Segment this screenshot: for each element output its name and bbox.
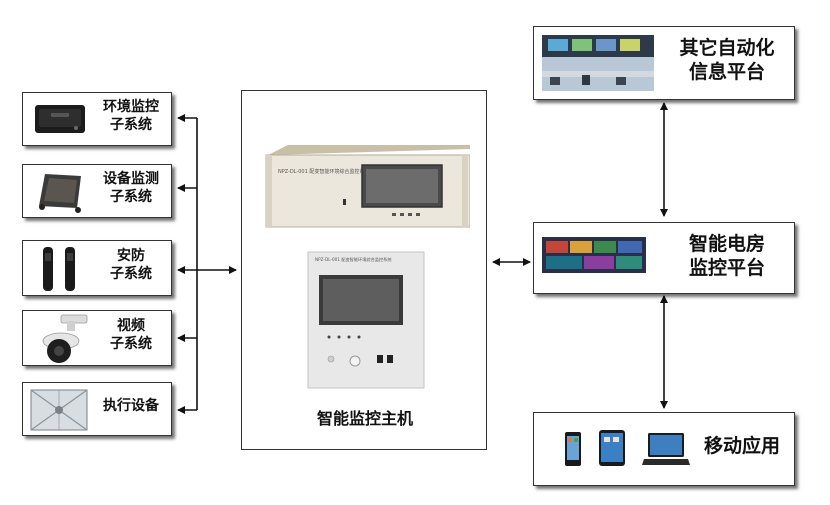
laptop-icon bbox=[642, 433, 690, 465]
host-label: 智能监控主机 bbox=[316, 409, 413, 428]
mobile-label: 移动应用 bbox=[703, 435, 780, 457]
panel-unit-caption: NPZ-DL-001 配变智能环境综合监控系统 bbox=[315, 256, 392, 263]
rack-unit-caption: NPZ-DL-001 配变智能环境综合监控系统 bbox=[278, 168, 369, 175]
room-platform-box: 智能电房 监控平台 bbox=[533, 222, 795, 294]
subsystem-device-label-1: 设备监测 bbox=[103, 171, 159, 187]
environment-sensor-icon bbox=[35, 105, 85, 133]
rack-host-unit-image: NPZ-DL-001 配变智能环境综合监控系统 bbox=[265, 145, 470, 228]
subsystem-environment-box: 环境监控 子系统 bbox=[22, 92, 172, 146]
subsystem-security-label-2: 子系统 bbox=[110, 265, 152, 282]
subsystem-video-label-1: 视频 bbox=[117, 318, 145, 334]
subsystem-video-box: 视频 子系统 bbox=[22, 310, 172, 366]
mobile-box: 移动应用 bbox=[533, 412, 795, 486]
subsystem-video-label-2: 子系统 bbox=[110, 335, 152, 352]
subsystem-device-box: 设备监测 子系统 bbox=[22, 164, 172, 218]
other-platform-box: 其它自动化 信息平台 bbox=[533, 26, 795, 100]
room-platform-label-2: 监控平台 bbox=[688, 256, 765, 279]
phone-icon bbox=[565, 432, 581, 466]
room-platform-label-1: 智能电房 bbox=[688, 233, 765, 255]
subsystem-actuator-label-1: 执行设备 bbox=[103, 398, 159, 414]
other-platform-label-1: 其它自动化 bbox=[679, 37, 775, 59]
panel-host-unit-image: NPZ-DL-001 配变智能环境综合监控系统 bbox=[307, 251, 425, 389]
subsystem-environment-label-1: 环境监控 bbox=[103, 99, 159, 115]
subsystem-device-label-2: 子系统 bbox=[110, 188, 152, 205]
subsystem-security-label-1: 安防 bbox=[117, 248, 145, 264]
tablet-icon bbox=[599, 430, 625, 466]
control-room-image bbox=[542, 35, 654, 91]
exhaust-fan-icon bbox=[30, 389, 88, 431]
dome-camera-icon bbox=[42, 314, 88, 363]
subsystem-security-box: 安防 子系统 bbox=[22, 240, 172, 296]
device-monitor-icon bbox=[39, 174, 81, 213]
video-wall-image bbox=[542, 237, 646, 273]
subsystem-actuator-box: 执行设备 bbox=[22, 382, 172, 436]
host-box: NPZ-DL-001 配变智能环境综合监控系统 NPZ-DL-001 配变智能环… bbox=[241, 90, 487, 450]
subsystem-environment-label-2: 子系统 bbox=[110, 116, 152, 133]
other-platform-label-2: 信息平台 bbox=[688, 60, 765, 83]
infrared-beam-icon bbox=[43, 247, 75, 291]
